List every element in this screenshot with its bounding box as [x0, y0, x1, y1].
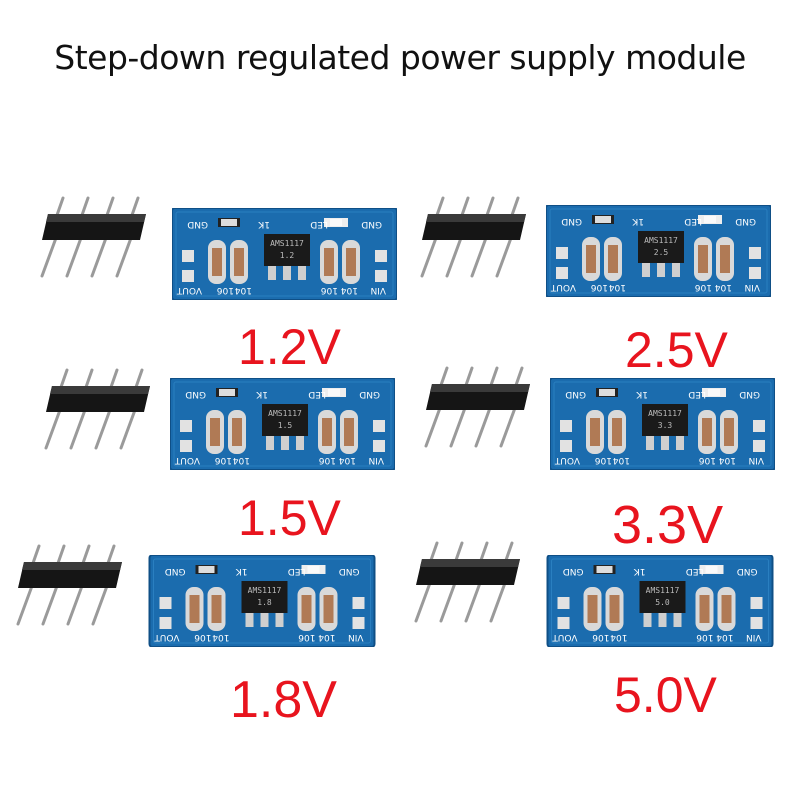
- cap-104-silk-right: 104: [339, 455, 356, 465]
- pin-header: [422, 360, 537, 450]
- gnd-silk-right: GND: [735, 216, 756, 226]
- vout-silk: VOUT: [552, 632, 578, 642]
- voltage-label: 5.0V: [614, 667, 717, 723]
- chip-voltage-marking: 3.3: [658, 421, 673, 430]
- cap-106-silk-left: 106: [217, 285, 234, 295]
- resistor-silk: 1K: [257, 219, 270, 229]
- led-silk: LED: [688, 389, 706, 399]
- gnd-silk-left: GND: [565, 389, 586, 399]
- vin-silk: VIN: [348, 632, 364, 642]
- pin-header: [418, 190, 533, 280]
- pin-header: [14, 538, 129, 628]
- chip-label: AMS1117: [248, 586, 282, 595]
- gnd-silk-right: GND: [739, 389, 760, 399]
- led-silk: LED: [686, 566, 704, 576]
- cap-106-silk-left: 106: [194, 632, 211, 642]
- led-silk: LED: [684, 216, 702, 226]
- cap-106-silk-right: 106: [321, 285, 338, 295]
- cap-104-silk-left: 104: [609, 282, 626, 292]
- gnd-silk-left: GND: [165, 566, 186, 576]
- pcb-module: AMS1117 1.8 GND 1K LED GND VOUT 106 104 …: [146, 555, 378, 647]
- gnd-silk-left: GND: [563, 566, 584, 576]
- resistor-silk: 1K: [633, 566, 646, 576]
- cap-104-silk-right: 104: [716, 632, 733, 642]
- page-title: Step-down regulated power supply module: [54, 38, 746, 77]
- voltage-label: 1.2V: [238, 319, 341, 375]
- cap-106-silk-left: 106: [215, 455, 232, 465]
- gnd-silk-right: GND: [359, 389, 380, 399]
- vin-silk: VIN: [746, 632, 762, 642]
- cap-106-silk-right: 106: [699, 455, 716, 465]
- cap-104-silk-right: 104: [318, 632, 335, 642]
- led-silk: LED: [308, 389, 326, 399]
- cap-104-silk-left: 104: [233, 455, 250, 465]
- cap-104-silk-left: 104: [613, 455, 630, 465]
- resistor-silk: 1K: [255, 389, 268, 399]
- pcb-module: AMS1117 2.5 GND 1K LED GND VOUT 106 104 …: [546, 205, 771, 297]
- voltage-label: 1.5V: [238, 490, 341, 546]
- gnd-silk-left: GND: [561, 216, 582, 226]
- chip-label: AMS1117: [644, 236, 678, 245]
- resistor-silk: 1K: [631, 216, 644, 226]
- led-silk: LED: [310, 219, 328, 229]
- chip-label: AMS1117: [646, 586, 680, 595]
- gnd-silk-right: GND: [737, 566, 758, 576]
- cap-106-silk-left: 106: [591, 282, 608, 292]
- vout-silk: VOUT: [176, 285, 202, 295]
- pcb-module: AMS1117 1.2 GND 1K LED GND VOUT 106 104 …: [172, 208, 397, 300]
- vout-silk: VOUT: [554, 455, 580, 465]
- chip-voltage-marking: 2.5: [654, 248, 669, 257]
- cap-106-silk-right: 106: [695, 282, 712, 292]
- voltage-label: 1.8V: [230, 671, 337, 729]
- voltage-label: 3.3V: [612, 495, 724, 555]
- led-silk: LED: [288, 566, 306, 576]
- pcb-module: AMS1117 1.5 GND 1K LED GND VOUT 106 104 …: [170, 378, 395, 470]
- cap-104-silk-right: 104: [715, 282, 732, 292]
- cap-104-silk-right: 104: [719, 455, 736, 465]
- chip-label: AMS1117: [268, 409, 302, 418]
- pcb-module: AMS1117 3.3 GND 1K LED GND VOUT 106 104 …: [550, 378, 775, 470]
- cap-104-silk-left: 104: [212, 632, 229, 642]
- cap-104-silk-left: 104: [610, 632, 627, 642]
- chip-voltage-marking: 1.5: [278, 421, 293, 430]
- pin-header: [38, 190, 153, 280]
- vin-silk: VIN: [744, 282, 760, 292]
- cap-106-silk-right: 106: [696, 632, 713, 642]
- vin-silk: VIN: [368, 455, 384, 465]
- pcb-module: AMS1117 5.0 GND 1K LED GND VOUT 106 104 …: [545, 555, 775, 647]
- cap-106-silk-left: 106: [595, 455, 612, 465]
- chip-voltage-marking: 1.8: [257, 598, 272, 607]
- cap-104-silk-right: 104: [341, 285, 358, 295]
- vout-silk: VOUT: [174, 455, 200, 465]
- resistor-silk: 1K: [235, 566, 248, 576]
- cap-104-silk-left: 104: [235, 285, 252, 295]
- cap-106-silk-left: 106: [592, 632, 609, 642]
- vout-silk: VOUT: [154, 632, 180, 642]
- cap-106-silk-right: 106: [319, 455, 336, 465]
- cap-106-silk-right: 106: [298, 632, 315, 642]
- vout-silk: VOUT: [550, 282, 576, 292]
- voltage-label: 2.5V: [625, 322, 728, 378]
- vin-silk: VIN: [370, 285, 386, 295]
- pin-header: [42, 362, 157, 452]
- gnd-silk-right: GND: [361, 219, 382, 229]
- vin-silk: VIN: [748, 455, 764, 465]
- chip-label: AMS1117: [270, 239, 304, 248]
- gnd-silk-right: GND: [339, 566, 360, 576]
- chip-voltage-marking: 5.0: [655, 598, 670, 607]
- resistor-silk: 1K: [635, 389, 648, 399]
- gnd-silk-left: GND: [187, 219, 208, 229]
- pin-header: [412, 535, 527, 625]
- chip-label: AMS1117: [648, 409, 682, 418]
- gnd-silk-left: GND: [185, 389, 206, 399]
- chip-voltage-marking: 1.2: [280, 251, 295, 260]
